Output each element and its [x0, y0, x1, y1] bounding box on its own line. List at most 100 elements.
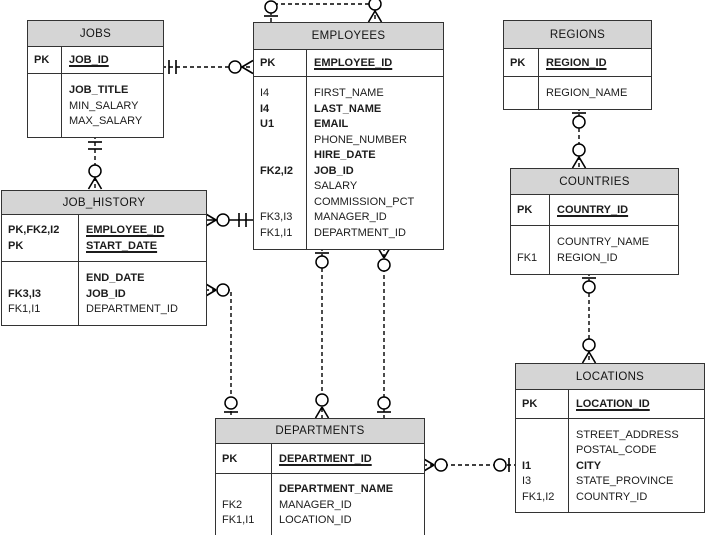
- column-row-max_salary: MAX_SALARY: [28, 113, 163, 129]
- field-job_id: JOB_ID: [314, 164, 354, 177]
- relationship-countries-regions[interactable]: [571, 107, 587, 169]
- key-label: FK1,I1: [8, 303, 41, 315]
- pk-section: PK EMPLOYEE_ID: [254, 50, 443, 77]
- field-region_id: REGION_ID: [557, 251, 618, 264]
- column-row-city: I1 CITY: [516, 458, 704, 474]
- relationship-job-history-employees[interactable]: [204, 212, 253, 228]
- column-row-job_title: JOB_TITLE: [28, 82, 163, 98]
- relationship-departments-locations[interactable]: [422, 457, 515, 473]
- key-column-divider: [549, 226, 550, 274]
- column-row-employee_id: PK EMPLOYEE_ID: [254, 55, 443, 71]
- relationship-line[interactable]: [270, 3, 376, 22]
- key-label: PK: [8, 239, 24, 252]
- key-label: FK1,I1: [222, 514, 255, 526]
- pk-field-start_date: START_DATE: [86, 239, 158, 252]
- key-label: PK,FK2,I2: [8, 224, 60, 237]
- table-title-jobs: JOBS: [28, 21, 163, 47]
- key-column-divider: [538, 49, 539, 76]
- relationship-line[interactable]: [205, 289, 232, 418]
- field-commission_pct: COMMISSION_PCT: [314, 195, 415, 208]
- key-column-divider: [306, 77, 307, 249]
- field-department_name: DEPARTMENT_NAME: [279, 483, 394, 495]
- pk-field-employee_id: EMPLOYEE_ID: [86, 224, 165, 237]
- field-first_name: FIRST_NAME: [314, 87, 384, 100]
- relationship-job-history-jobs[interactable]: [87, 135, 103, 190]
- key-label: FK3,I3: [8, 287, 42, 300]
- field-street_address: STREET_ADDRESS: [576, 428, 679, 441]
- pk-field-job_id: JOB_ID: [69, 54, 109, 66]
- key-column-divider: [549, 195, 550, 225]
- body-section: JOB_TITLE MIN_SALARY MAX_SALARY: [28, 74, 163, 137]
- key-label: PK: [517, 204, 533, 216]
- field-job_id: JOB_ID: [86, 287, 126, 300]
- key-label: U1: [260, 118, 275, 131]
- relationship-job-history-departments[interactable]: [204, 282, 238, 419]
- relationship-employees-manager-self[interactable]: [264, 0, 383, 23]
- column-row-phone_number: PHONE_NUMBER: [254, 132, 443, 148]
- key-column-divider: [271, 474, 272, 535]
- field-state_province: STATE_PROVINCE: [576, 475, 674, 487]
- key-column-divider: [568, 419, 569, 512]
- key-label: PK: [510, 56, 526, 69]
- field-max_salary: MAX_SALARY: [69, 115, 143, 127]
- key-column-divider: [306, 50, 307, 76]
- key-column-divider: [271, 444, 272, 473]
- field-department_id: DEPARTMENT_ID: [314, 226, 406, 239]
- pk-field-region_id: REGION_ID: [546, 56, 607, 69]
- relationship-locations-countries[interactable]: [581, 272, 597, 364]
- relationship-employees-departments[interactable]: [376, 246, 392, 418]
- field-end_date: END_DATE: [86, 272, 145, 284]
- column-row-end_date: END_DATE: [2, 270, 206, 286]
- column-row-employee_id: PK,FK2,I2 EMPLOYEE_ID: [2, 223, 206, 239]
- table-title-employees: EMPLOYEES: [254, 23, 443, 50]
- body-section: REGION_NAME: [504, 77, 651, 109]
- field-region_name: REGION_NAME: [546, 87, 628, 99]
- pk-section: PK REGION_ID: [504, 49, 651, 77]
- table-title-departments: DEPARTMENTS: [216, 419, 424, 444]
- field-manager_id: MANAGER_ID: [314, 211, 387, 224]
- key-column-divider: [538, 77, 539, 109]
- relationship-employees-jobs[interactable]: [162, 59, 254, 75]
- relationship-departments-manager-employees[interactable]: [314, 247, 330, 419]
- key-label: FK2,I2: [260, 164, 294, 177]
- table-title-countries: COUNTRIES: [511, 169, 678, 195]
- field-city: CITY: [576, 459, 602, 472]
- field-country_name: COUNTRY_NAME: [557, 236, 650, 249]
- pk-field-location_id: LOCATION_ID: [576, 398, 650, 410]
- field-hire_date: HIRE_DATE: [314, 149, 376, 162]
- column-row-salary: SALARY: [254, 179, 443, 195]
- column-row-min_salary: MIN_SALARY: [28, 98, 163, 114]
- pk-field-employee_id: EMPLOYEE_ID: [314, 57, 393, 69]
- key-label: PK: [260, 57, 276, 69]
- column-row-commission_pct: COMMISSION_PCT: [254, 194, 443, 210]
- field-job_title: JOB_TITLE: [69, 84, 129, 96]
- key-label: I1: [522, 459, 532, 472]
- key-column-divider: [78, 262, 79, 325]
- pk-field-department_id: DEPARTMENT_ID: [279, 452, 372, 465]
- field-min_salary: MIN_SALARY: [69, 99, 139, 112]
- column-row-start_date: PK START_DATE: [2, 238, 206, 254]
